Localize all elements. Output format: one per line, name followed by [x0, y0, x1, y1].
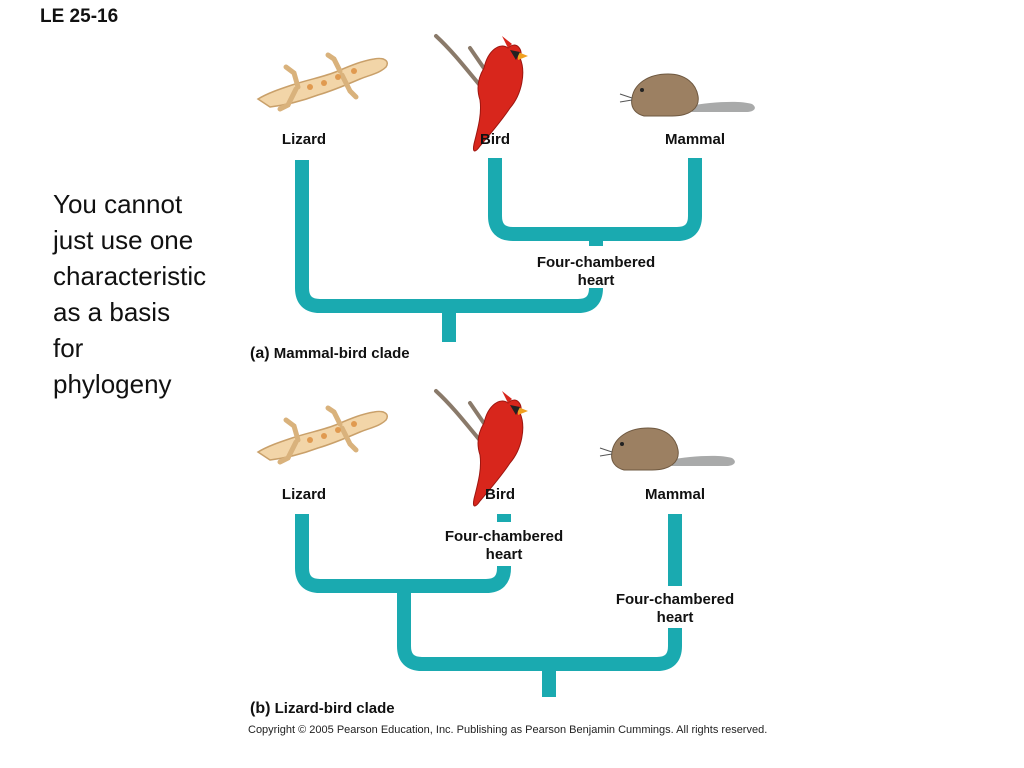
trait-line: heart	[577, 272, 615, 289]
taxon-label-mammal: Mammal	[664, 131, 726, 148]
taxon-label-lizard: Lizard	[281, 131, 327, 148]
branch	[488, 158, 702, 241]
trait-label: Four-chambered heart	[595, 591, 755, 627]
note-line: phylogeny	[53, 369, 172, 399]
branch	[295, 160, 603, 313]
copyright-notice: Copyright © 2005 Pearson Education, Inc.…	[248, 724, 768, 736]
note-line: as a basis	[53, 297, 171, 327]
note-line: just use one	[53, 225, 194, 255]
note-line: characteristic	[53, 261, 207, 291]
tree-b-branches	[295, 514, 682, 697]
note-line: for	[53, 333, 84, 363]
tree-a-branches	[295, 158, 702, 342]
trait-line: Four-chambered	[615, 591, 735, 608]
panel-letter: (b)	[250, 700, 271, 717]
lizard-icon	[258, 55, 387, 109]
trait-line: Four-chambered	[536, 254, 656, 271]
mammal-icon	[599, 427, 736, 471]
mammal-icon	[619, 73, 756, 117]
trait-label: Four-chambered heart	[516, 254, 676, 290]
panel-letter: (a)	[250, 345, 270, 362]
taxon-label-bird: Bird	[485, 486, 515, 503]
branch	[397, 586, 682, 671]
slide-id: LE 25-16	[40, 6, 119, 27]
trait-label: Four-chambered heart	[424, 528, 584, 564]
caption-text: Mammal-bird clade	[273, 345, 410, 362]
explanation-text: You cannot just use one characteristic a…	[53, 186, 243, 402]
panel-b-caption: (b) Lizard-bird clade	[250, 700, 395, 718]
panel-a-caption: (a) Mammal-bird clade	[250, 345, 410, 363]
lizard-icon	[258, 408, 387, 462]
taxon-label-mammal: Mammal	[644, 486, 706, 503]
trait-line: Four-chambered	[444, 528, 564, 545]
trait-line: heart	[485, 546, 523, 563]
caption-text: Lizard-bird clade	[274, 700, 395, 717]
taxon-label-lizard: Lizard	[281, 486, 327, 503]
note-line: You cannot	[53, 189, 183, 219]
trait-line: heart	[656, 609, 694, 626]
taxon-label-bird: Bird	[480, 131, 510, 148]
